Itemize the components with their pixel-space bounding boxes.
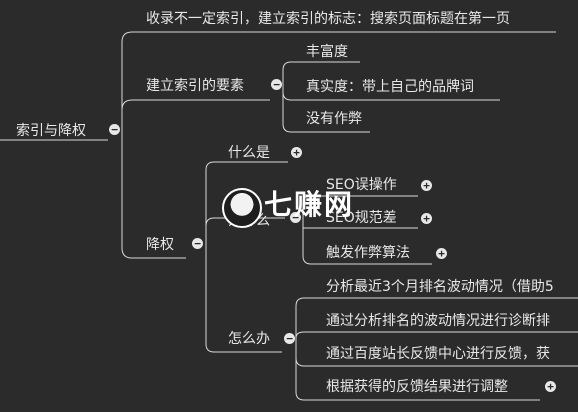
expand-icon[interactable]: +: [421, 213, 432, 224]
node-index-factors[interactable]: 建立索引的要素: [146, 78, 244, 94]
avatar-icon: [222, 188, 262, 228]
watermark-text: 七赚网: [264, 188, 355, 221]
watermark-logo: 七赚网: [222, 186, 372, 228]
collapse-icon[interactable]: −: [271, 79, 282, 90]
node-seo-misoperation[interactable]: SEO误操作: [326, 177, 397, 193]
collapse-icon[interactable]: −: [109, 124, 120, 135]
node-baidu-feedback[interactable]: 通过百度站长反馈中心进行反馈，获: [326, 346, 550, 362]
collapse-icon[interactable]: −: [284, 333, 295, 344]
expand-icon[interactable]: +: [545, 381, 556, 392]
collapse-icon[interactable]: −: [192, 238, 203, 249]
node-richness[interactable]: 丰富度: [306, 44, 348, 60]
collapse-icon[interactable]: −: [290, 212, 301, 223]
node-diagnose-ranking[interactable]: 通过分析排名的波动情况进行诊断排: [326, 313, 550, 329]
node-analyze-ranking[interactable]: 分析最近3个月排名波动情况（借助5: [326, 279, 554, 295]
node-what-is[interactable]: 什么是: [228, 145, 270, 161]
node-demotion[interactable]: 降权: [146, 237, 174, 253]
node-what-to-do[interactable]: 怎么办: [228, 331, 270, 347]
node-trigger-algorithm[interactable]: 触发作弊算法: [326, 245, 410, 261]
node-no-cheating[interactable]: 没有作弊: [306, 111, 362, 127]
expand-icon[interactable]: +: [291, 147, 302, 158]
expand-icon[interactable]: +: [421, 180, 432, 191]
node-adjust-by-feedback[interactable]: 根据获得的反馈结果进行调整: [326, 379, 508, 395]
node-record[interactable]: 收录不一定索引，建立索引的标志：搜索页面标题在第一页: [146, 11, 510, 27]
node-seo-poor-standards[interactable]: SEO规范差: [326, 210, 397, 226]
root-node[interactable]: 索引与降权: [16, 123, 86, 139]
expand-icon[interactable]: +: [436, 248, 447, 259]
node-authenticity[interactable]: 真实度：带上自己的品牌词: [306, 79, 474, 95]
